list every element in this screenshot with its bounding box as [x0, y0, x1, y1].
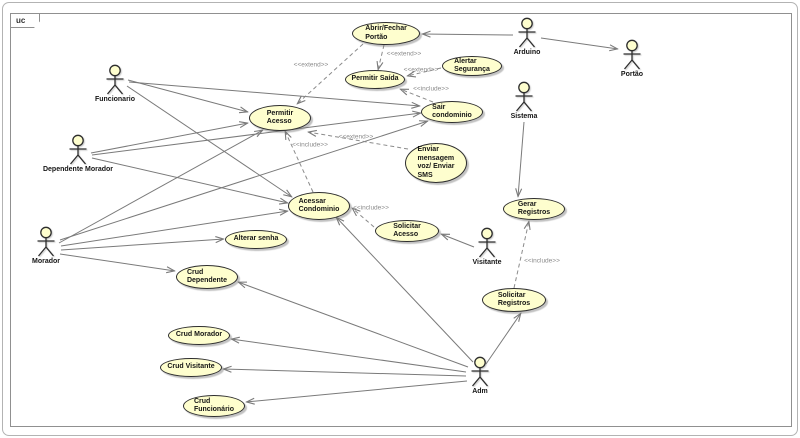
include-label: <<include>>: [353, 204, 389, 212]
usecase-crud-morador[interactable]: Crud Morador: [168, 326, 230, 345]
usecase-label: Gerar Registros: [517, 200, 551, 217]
usecase-permitir-acesso[interactable]: Permitir Acesso: [249, 105, 311, 131]
usecase-sair-condominio[interactable]: Sair condominio: [421, 101, 483, 123]
extend-label: <<extend>>: [403, 66, 439, 74]
include-label: <<include>>: [413, 85, 449, 93]
association-lines: [58, 34, 618, 402]
usecase-acessar-condominio[interactable]: Acessar Condominio: [288, 192, 350, 220]
actor-label: Visitante: [472, 259, 502, 266]
actor-morador[interactable]: Morador: [6, 226, 86, 266]
actor-portao[interactable]: Portão: [592, 39, 672, 79]
usecase-crud-dependente[interactable]: Crud Dependente: [176, 265, 238, 289]
usecase-alertar-seguranca[interactable]: Alertar Segurança: [442, 56, 502, 76]
usecase-label: Enviar mensagem voz/ Enviar SMS: [417, 146, 455, 179]
extend-label: <<extend>>: [293, 61, 329, 69]
actor-icon: [471, 356, 489, 387]
actor-icon: [478, 227, 496, 258]
usecase-label: Abrir/Fechar Portão: [365, 25, 407, 41]
usecase-label: Permitir Saída: [351, 75, 399, 83]
include-label: <<include>>: [524, 257, 560, 265]
frame-tag-label: uc: [16, 16, 26, 25]
actor-icon: [518, 17, 536, 48]
usecase-label: Crud Morador: [175, 331, 223, 339]
actor-label: Sistema: [510, 113, 538, 120]
actor-icon: [37, 226, 55, 257]
usecase-label: Permitir Acesso: [266, 109, 294, 126]
usecase-enviar-mensagem[interactable]: Enviar mensagem voz/ Enviar SMS: [405, 143, 467, 183]
include-label: <<include>>: [292, 141, 328, 149]
usecase-label: Solicitar Registros: [497, 291, 531, 308]
actor-label: Portão: [620, 71, 644, 78]
usecase-solicitar-registros[interactable]: Solicitar Registros: [482, 288, 546, 312]
usecase-label: Crud Dependente: [186, 268, 228, 285]
actor-label: Arduino: [513, 49, 541, 56]
usecase-label: Alertar Segurança: [454, 57, 490, 74]
actor-adm[interactable]: Adm: [440, 356, 520, 396]
usecase-label: Crud Funcionário: [193, 397, 235, 414]
extend-label: <<extend>>: [386, 50, 422, 58]
usecase-gerar-registros[interactable]: Gerar Registros: [503, 198, 565, 220]
usecase-crud-funcionario[interactable]: Crud Funcionário: [183, 395, 245, 417]
actor-visitante[interactable]: Visitante: [447, 227, 527, 267]
actor-sistema[interactable]: Sistema: [484, 81, 564, 121]
extend-label: <<extend>>: [338, 133, 374, 141]
usecase-alterar-senha[interactable]: Alterar senha: [225, 230, 287, 249]
usecase-label: Solicitar Acesso: [393, 222, 421, 239]
frame-tab: uc: [10, 13, 40, 28]
actor-arduino[interactable]: Arduino: [487, 17, 567, 57]
actor-icon: [106, 64, 124, 95]
actor-dependente-morador[interactable]: Dependente Morador: [38, 134, 118, 174]
actor-icon: [515, 81, 533, 112]
usecase-permitir-saida[interactable]: Permitir Saída: [345, 70, 405, 89]
actor-label: Funcionario: [94, 96, 136, 103]
actor-icon: [623, 39, 641, 70]
usecase-label: Crud Visitante: [167, 363, 215, 371]
actor-label: Morador: [32, 258, 60, 265]
actor-label: Adm: [472, 388, 488, 395]
usecase-frame: uc: [10, 13, 792, 427]
usecase-abrir-fechar-portao[interactable]: Abrir/Fechar Portão: [352, 22, 420, 45]
actor-funcionario[interactable]: Funcionario: [75, 64, 155, 104]
dependency-lines: [284, 43, 529, 289]
usecase-label: Alterar senha: [233, 235, 279, 243]
usecase-label: Acessar Condominio: [298, 197, 340, 214]
usecase-label: Sair condominio: [432, 103, 472, 120]
actor-icon: [69, 134, 87, 165]
actor-label: Dependente Morador: [42, 166, 113, 173]
usecase-solicitar-acesso[interactable]: Solicitar Acesso: [375, 220, 439, 242]
usecase-crud-visitante[interactable]: Crud Visitante: [160, 358, 222, 377]
